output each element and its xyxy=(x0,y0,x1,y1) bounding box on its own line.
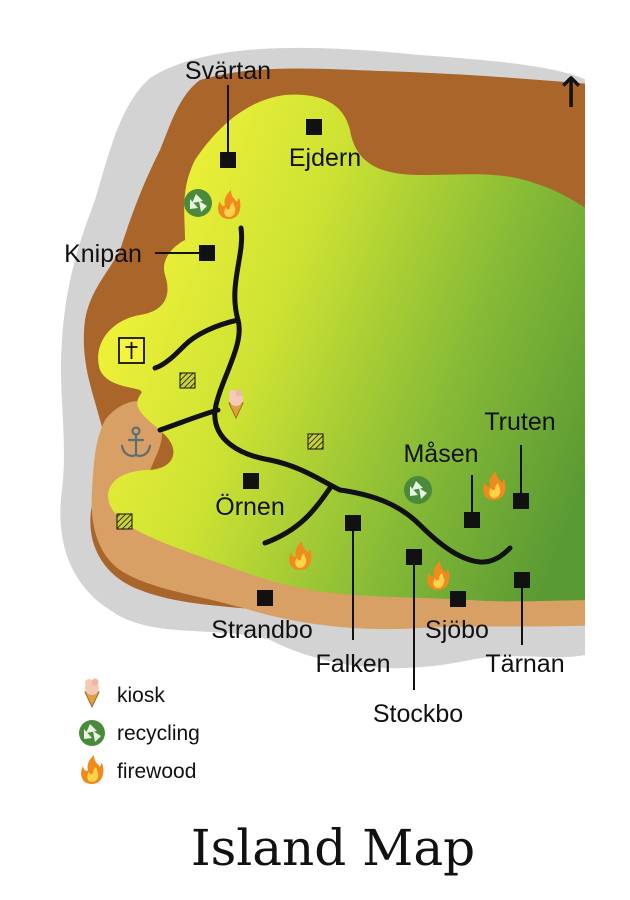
hatched-area xyxy=(307,433,324,450)
recycling-icon xyxy=(79,720,105,746)
road-harbor-branch xyxy=(157,407,221,433)
recycling-icon xyxy=(404,476,432,504)
road-west-branch xyxy=(152,317,241,371)
label-truten: Truten xyxy=(484,408,555,436)
cabin-falken xyxy=(345,515,361,531)
legend: kiosk recycling firewood xyxy=(79,678,200,784)
label-sjobo: Sjöbo xyxy=(425,616,489,644)
fire-icon xyxy=(427,561,450,590)
legend-label-kiosk: kiosk xyxy=(117,684,165,707)
recycling-icon xyxy=(184,189,212,217)
cabin-masen xyxy=(464,512,480,528)
cabin-sjobo xyxy=(450,591,466,607)
main-road xyxy=(212,225,513,565)
ice-cream-icon xyxy=(228,389,244,420)
cabin-ornen xyxy=(243,473,259,489)
cabin-knipan xyxy=(199,245,215,261)
road-south-branch xyxy=(262,485,333,546)
north-arrow: ↑ xyxy=(553,68,588,117)
label-masen: Måsen xyxy=(403,440,478,468)
hatched-area xyxy=(179,372,196,389)
cabin-svartan xyxy=(220,152,236,168)
label-tarnan: Tärnan xyxy=(485,650,564,678)
fire-icon xyxy=(483,471,506,500)
legend-label-firewood: firewood xyxy=(117,760,196,783)
cabin-ejdern xyxy=(306,119,322,135)
land-area xyxy=(98,94,585,602)
label-falken: Falken xyxy=(315,650,390,678)
fire-icon xyxy=(218,190,241,219)
label-ejdern: Ejdern xyxy=(289,144,361,172)
cabin-strandbo xyxy=(257,590,273,606)
label-knipan: Knipan xyxy=(64,240,142,268)
legend-label-recycling: recycling xyxy=(117,722,200,745)
anchor-icon xyxy=(120,426,152,457)
label-svartan: Svärtan xyxy=(185,57,271,85)
fire-icon xyxy=(81,755,104,784)
label-stockbo: Stockbo xyxy=(373,700,463,728)
fire-icon xyxy=(289,541,312,570)
hatched-area xyxy=(116,513,133,530)
beach-light xyxy=(91,401,585,630)
map-title: Island Map xyxy=(191,819,475,877)
cabin-truten xyxy=(513,493,529,509)
cabin-stockbo xyxy=(406,549,422,565)
label-ornen: Örnen xyxy=(215,493,284,521)
ice-cream-icon xyxy=(84,678,100,709)
church-icon xyxy=(118,337,145,364)
cabin-tarnan xyxy=(514,572,530,588)
label-strandbo: Strandbo xyxy=(211,616,312,644)
